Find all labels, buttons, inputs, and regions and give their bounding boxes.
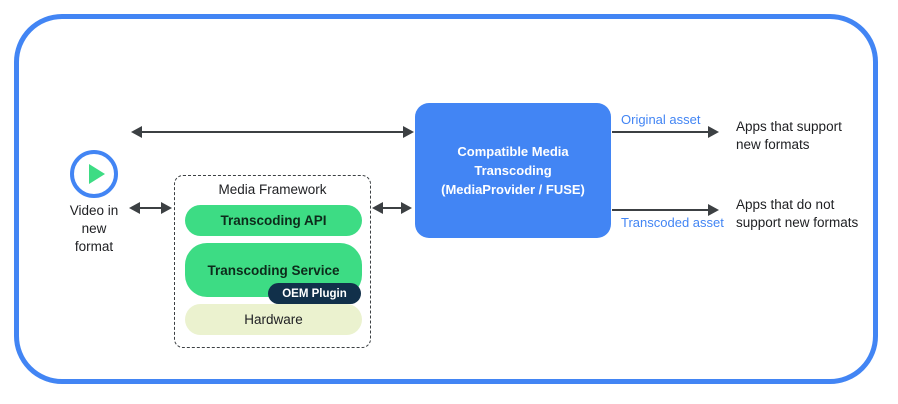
hardware-box: Hardware [185, 304, 362, 335]
connector-source-to-framework-arrowhead-right [161, 202, 172, 214]
media-framework-title: Media Framework [218, 182, 327, 197]
connector-source-to-cmt-arrowhead-right [403, 126, 414, 138]
apps-that-do-not-support-label: Apps that do not support new formats [736, 197, 859, 230]
video-source-label: Video in new format [69, 203, 119, 254]
connector-source-to-framework-arrowhead-left [129, 202, 140, 214]
connector-framework-to-cmt-arrowhead-left [372, 202, 383, 214]
connector-cmt-to-apps-support-line [612, 131, 711, 133]
connector-cmt-to-apps-support-arrowhead [708, 126, 719, 138]
connector-source-to-cmt-arrowhead-left [131, 126, 142, 138]
play-circle-icon [70, 150, 118, 198]
connector-source-to-framework-line [138, 207, 168, 209]
media-framework-group: Media Framework Transcoding API Transcod… [174, 175, 371, 348]
connector-cmt-to-apps-no-support-line [612, 209, 711, 211]
compatible-media-transcoding-box: Compatible Media Transcoding (MediaProvi… [415, 103, 611, 238]
connector-cmt-to-apps-no-support-arrowhead [708, 204, 719, 216]
transcoding-api-box: Transcoding API [185, 205, 362, 236]
apps-that-support-label: Apps that support new formats [736, 119, 842, 152]
original-asset-label: Original asset [621, 112, 701, 127]
connector-source-to-cmt-line [140, 131, 412, 133]
oem-plugin-badge: OEM Plugin [268, 283, 361, 304]
transcoded-asset-label: Transcoded asset [621, 215, 724, 230]
connector-framework-to-cmt-line [381, 207, 407, 209]
play-triangle-icon [89, 164, 105, 184]
connector-framework-to-cmt-arrowhead-right [401, 202, 412, 214]
